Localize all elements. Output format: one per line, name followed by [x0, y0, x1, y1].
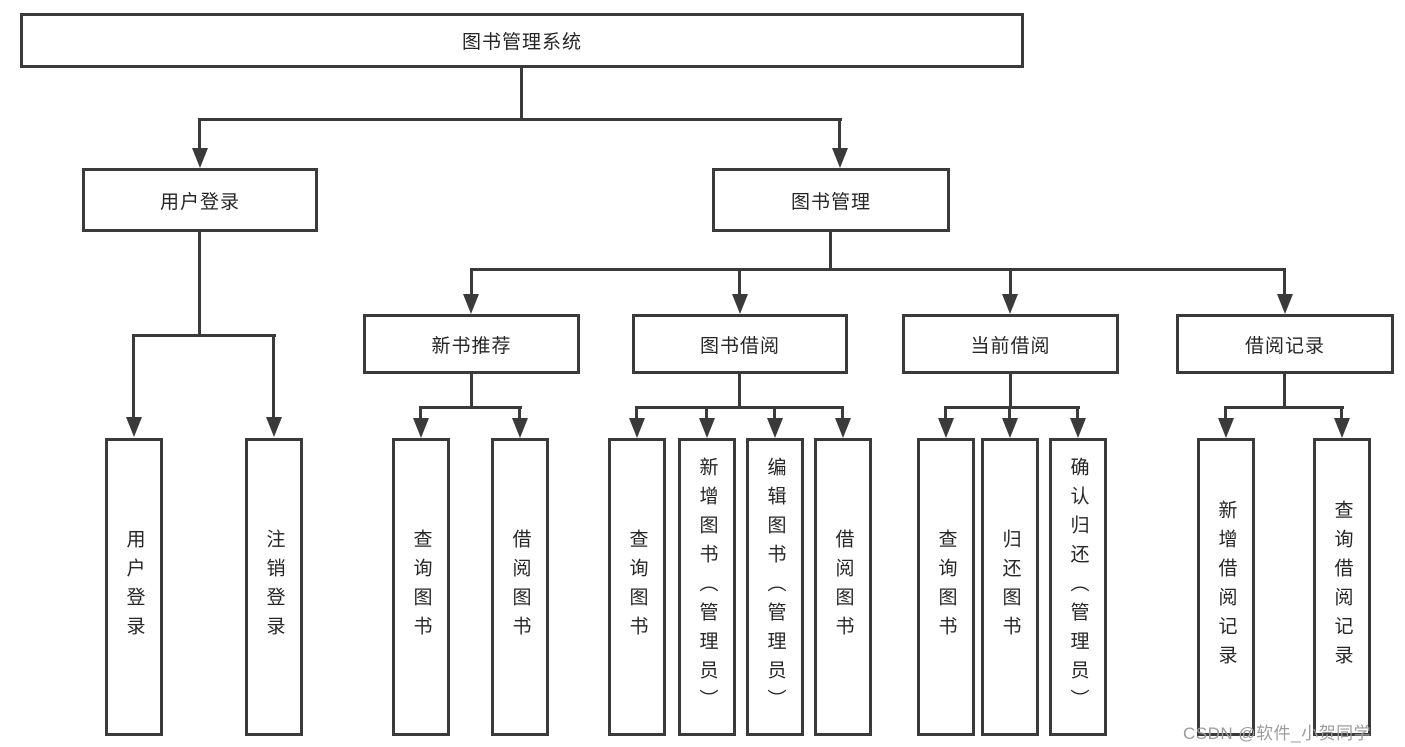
connector-line-h	[635, 406, 844, 409]
connector-line-v	[635, 406, 638, 423]
connector-line-h	[944, 406, 1080, 409]
leaf-label: 注销登录	[263, 529, 285, 645]
connector-line-v	[838, 118, 841, 149]
leaf-label: 用户登录	[123, 529, 145, 645]
arrow-down-icon	[192, 148, 208, 168]
arrow-down-icon	[266, 417, 282, 437]
csdn-watermark: CSDN @软件_小贺同学	[1183, 724, 1372, 743]
connector-line-v	[944, 406, 947, 423]
arrow-down-icon	[699, 418, 715, 438]
leaf-query-borrow-record: 查询借阅记录	[1313, 438, 1371, 736]
connector-line-h	[132, 334, 276, 337]
arrow-down-icon	[832, 148, 848, 168]
leaf-label: 编辑图书（管理员）	[764, 456, 786, 718]
connector-line-v	[841, 406, 844, 423]
leaf-label: 查询借阅记录	[1331, 500, 1353, 674]
leaf-confirm-return-admin: 确认归还（管理员）	[1049, 438, 1107, 736]
arrow-down-icon	[767, 418, 783, 438]
connector-line-v	[198, 232, 201, 336]
connector-line-v	[1009, 268, 1012, 296]
connector-line-v	[1340, 406, 1343, 423]
leaf-label: 新增图书（管理员）	[696, 456, 718, 718]
connector-line-v	[1008, 406, 1011, 423]
leaf-borrow-book: 借阅图书	[814, 438, 872, 736]
node-new-book-recommend: 新书推荐	[363, 314, 580, 374]
connector-line-v	[132, 334, 135, 419]
leaf-borrow-book: 借阅图书	[491, 438, 549, 736]
leaf-label: 借阅图书	[832, 529, 854, 645]
leaf-return-book: 归还图书	[981, 438, 1039, 736]
connector-line-v	[470, 268, 473, 296]
leaf-add-book-admin: 新增图书（管理员）	[678, 438, 736, 736]
connector-line-v	[705, 406, 708, 423]
connector-line-v	[518, 406, 521, 423]
node-borrow-records: 借阅记录	[1176, 314, 1394, 374]
connector-line-v	[1009, 374, 1012, 408]
leaf-add-borrow-record: 新增借阅记录	[1197, 438, 1255, 736]
leaf-label: 确认归还（管理员）	[1067, 456, 1089, 718]
connector-line-v	[1076, 406, 1079, 423]
connector-line-v	[773, 406, 776, 423]
node-book-borrow: 图书借阅	[632, 314, 848, 374]
connector-line-v	[470, 374, 473, 408]
connector-line-h	[198, 118, 842, 121]
arrow-down-icon	[1218, 418, 1234, 438]
connector-line-v	[1224, 406, 1227, 423]
leaf-query-book: 查询图书	[608, 438, 666, 736]
connector-line-h	[419, 406, 522, 409]
connector-line-v	[198, 118, 201, 149]
arrow-down-icon	[512, 418, 528, 438]
arrow-down-icon	[413, 418, 429, 438]
arrow-down-icon	[126, 417, 142, 437]
node-book-management: 图书管理	[712, 168, 950, 232]
node-user-login: 用户登录	[82, 168, 318, 232]
leaf-edit-book-admin: 编辑图书（管理员）	[746, 438, 804, 736]
leaf-label: 查询图书	[410, 529, 432, 645]
arrow-down-icon	[1334, 418, 1350, 438]
connector-line-v	[1283, 268, 1286, 296]
leaf-query-book: 查询图书	[392, 438, 450, 736]
leaf-label: 查询图书	[626, 529, 648, 645]
connector-line-h	[470, 268, 1286, 271]
node-current-borrow: 当前借阅	[902, 314, 1119, 374]
leaf-label: 新增借阅记录	[1215, 500, 1237, 674]
arrow-down-icon	[1277, 294, 1293, 314]
arrow-down-icon	[732, 294, 748, 314]
arrow-down-icon	[1070, 418, 1086, 438]
leaf-label: 查询图书	[935, 529, 957, 645]
connector-line-v	[829, 232, 832, 270]
arrow-down-icon	[1002, 294, 1018, 314]
connector-line-v	[419, 406, 422, 423]
arrow-down-icon	[463, 294, 479, 314]
connector-line-v	[1283, 374, 1286, 408]
leaf-label: 借阅图书	[509, 529, 531, 645]
arrow-down-icon	[629, 418, 645, 438]
connector-line-v	[738, 374, 741, 408]
arrow-down-icon	[835, 418, 851, 438]
connector-line-v	[272, 334, 275, 419]
leaf-logout: 注销登录	[245, 438, 303, 736]
connector-line-v	[738, 268, 741, 296]
leaf-label: 归还图书	[999, 529, 1021, 645]
node-library-system: 图书管理系统	[20, 13, 1024, 68]
arrow-down-icon	[938, 418, 954, 438]
connector-line-v	[520, 68, 523, 120]
arrow-down-icon	[1002, 418, 1018, 438]
leaf-user-login: 用户登录	[105, 438, 163, 736]
connector-line-h	[1224, 406, 1344, 409]
leaf-query-book: 查询图书	[917, 438, 975, 736]
